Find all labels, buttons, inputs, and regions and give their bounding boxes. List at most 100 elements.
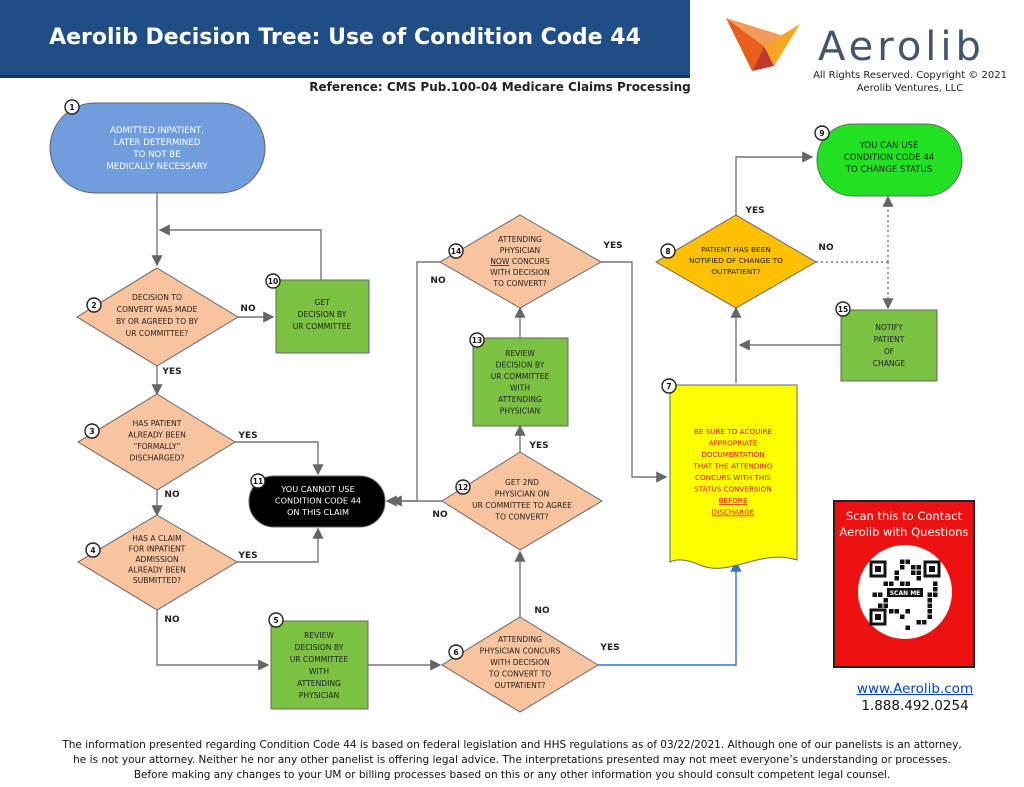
node-11-shape xyxy=(248,475,386,528)
n11-number-badge xyxy=(250,473,266,489)
brand-name: Aerolib xyxy=(818,24,985,70)
n6-label-line: ATTENDING xyxy=(498,635,542,644)
n1-label-line: LATER DETERMINED xyxy=(114,138,201,148)
n4-label-line: HAS A CLAIM xyxy=(132,534,181,543)
edge-label-no: NO xyxy=(240,304,256,314)
n4-label-line: FOR INPATIENT xyxy=(129,545,186,554)
qr-caption: Scan this to Contact Aerolib with Questi… xyxy=(835,508,973,540)
aerolib-logo-icon xyxy=(726,18,800,71)
qr-finder-2-center xyxy=(929,566,935,572)
node-6-shape xyxy=(441,616,599,713)
qr-code-icon: SCAN ME xyxy=(858,545,952,639)
n14-number: 14 xyxy=(451,247,461,256)
n13-label-line: UR COMMITTEE xyxy=(491,372,550,381)
edge-4-11 xyxy=(237,527,324,563)
n13-label-line: WITH xyxy=(510,384,530,393)
node-7-shape xyxy=(669,384,798,569)
qr-module xyxy=(883,581,888,586)
qr-module xyxy=(927,592,932,597)
n6-label-line: OUTPATIENT? xyxy=(495,681,546,690)
edge-label-yes: YES xyxy=(237,431,257,441)
n5-label-line: REVIEW xyxy=(304,631,334,640)
logo-wing-4 xyxy=(726,18,784,46)
qr-module xyxy=(878,603,883,608)
qr-badge-text: SCAN ME xyxy=(890,590,921,597)
n15-label-line: PATIENT xyxy=(874,335,905,344)
logo-wing-1 xyxy=(726,18,764,71)
edge-label-yes: YES xyxy=(237,551,257,561)
n9-label-line: CONDITION CODE 44 xyxy=(844,153,935,163)
n2-label-line: CONVERT WAS MADE xyxy=(117,305,198,314)
n12-label-line: GET 2ND xyxy=(505,478,539,487)
n13-number: 13 xyxy=(472,336,482,345)
qr-contact-box[interactable]: Scan this to Contact Aerolib with Questi… xyxy=(833,500,975,668)
n15-number-badge xyxy=(835,301,851,317)
qr-module xyxy=(889,581,894,586)
copyright: All Rights Reserved. Copyright © 2021 Ae… xyxy=(800,69,1020,95)
n2-label-line: DECISION TO xyxy=(132,293,182,302)
copyright-line: All Rights Reserved. Copyright © 2021 xyxy=(813,70,1007,81)
n11-number: 11 xyxy=(253,477,263,486)
website-link[interactable]: www.Aerolib.com xyxy=(856,681,974,697)
edge-10-back xyxy=(158,224,322,280)
n6-label-line: WITH DECISION xyxy=(490,658,549,667)
n14-label-line: NOW CONCURS xyxy=(490,257,550,266)
n4-number: 4 xyxy=(90,546,95,555)
node-5-shape xyxy=(270,620,369,710)
qr-module xyxy=(883,598,888,603)
node-9-shape xyxy=(816,123,963,197)
n5-label-line: DECISION BY xyxy=(295,643,344,652)
qr-module xyxy=(916,576,921,581)
n12-number: 12 xyxy=(458,483,468,492)
n12-label-line: UR COMMITTEE TO AGREE xyxy=(472,501,572,510)
logo-wing-3 xyxy=(752,46,774,71)
n7-label-line: BE SURE TO ACQUIRE xyxy=(694,427,773,436)
n8-label-line: NOTIFIED OF CHANGE TO xyxy=(689,256,783,265)
edge-label-yes: YES xyxy=(528,441,548,451)
n3-number-badge xyxy=(84,423,100,439)
node-8-shape xyxy=(655,214,817,309)
edge-label-no: NO xyxy=(164,615,180,625)
n1-number-badge xyxy=(64,99,80,115)
qr-module xyxy=(916,620,921,625)
n4-number-badge xyxy=(85,542,101,558)
qr-module xyxy=(900,565,905,570)
n5-number-badge xyxy=(268,612,284,628)
n14-label-line: WITH DECISION xyxy=(490,268,549,277)
n9-label-line: TO CHANGE STATUS xyxy=(845,165,933,175)
page-title: Aerolib Decision Tree: Use of Condition … xyxy=(49,25,641,50)
n8-label-line: OUTPATIENT? xyxy=(711,267,761,276)
n14-label-line: ATTENDING xyxy=(498,235,542,244)
n1-number: 1 xyxy=(69,103,74,112)
qr-module xyxy=(894,570,899,575)
edge-label-yes: YES xyxy=(599,643,619,653)
disclaimer-line-2: he is not your attorney. Neither he nor … xyxy=(73,754,951,766)
qr-module xyxy=(900,614,905,619)
node-10-shape xyxy=(275,279,370,354)
qr-module xyxy=(905,581,910,586)
n7-label-line: THAT THE ATTENDING xyxy=(693,462,773,471)
n10-label-line: GET xyxy=(314,298,330,307)
n13-label-line: PHYSICIAN xyxy=(500,407,540,416)
qr-finder-1 xyxy=(869,560,887,578)
n1-label-line: TO NOT BE xyxy=(132,150,180,160)
n14-label-line: PHYSICIAN xyxy=(500,246,540,255)
edge-4-5 xyxy=(156,610,270,671)
qr-module xyxy=(911,570,916,575)
n1-label-line: MEDICALLY NECESSARY xyxy=(106,162,208,172)
qr-module xyxy=(933,581,938,586)
disclaimer: The information presented regarding Cond… xyxy=(30,738,994,783)
n7-label-line: STATUS CONVERSION xyxy=(694,485,771,494)
n5-label-line: WITH xyxy=(309,667,329,676)
node-3-shape xyxy=(77,393,236,491)
edge-3-11 xyxy=(235,441,324,476)
edge-8-9 xyxy=(735,151,814,215)
n11-label-line: YOU CANNOT USE xyxy=(280,484,355,494)
qr-module xyxy=(927,609,932,614)
connectors xyxy=(151,151,841,671)
qr-module xyxy=(878,592,883,597)
n7-label-line: DISCHARGE xyxy=(712,508,755,517)
